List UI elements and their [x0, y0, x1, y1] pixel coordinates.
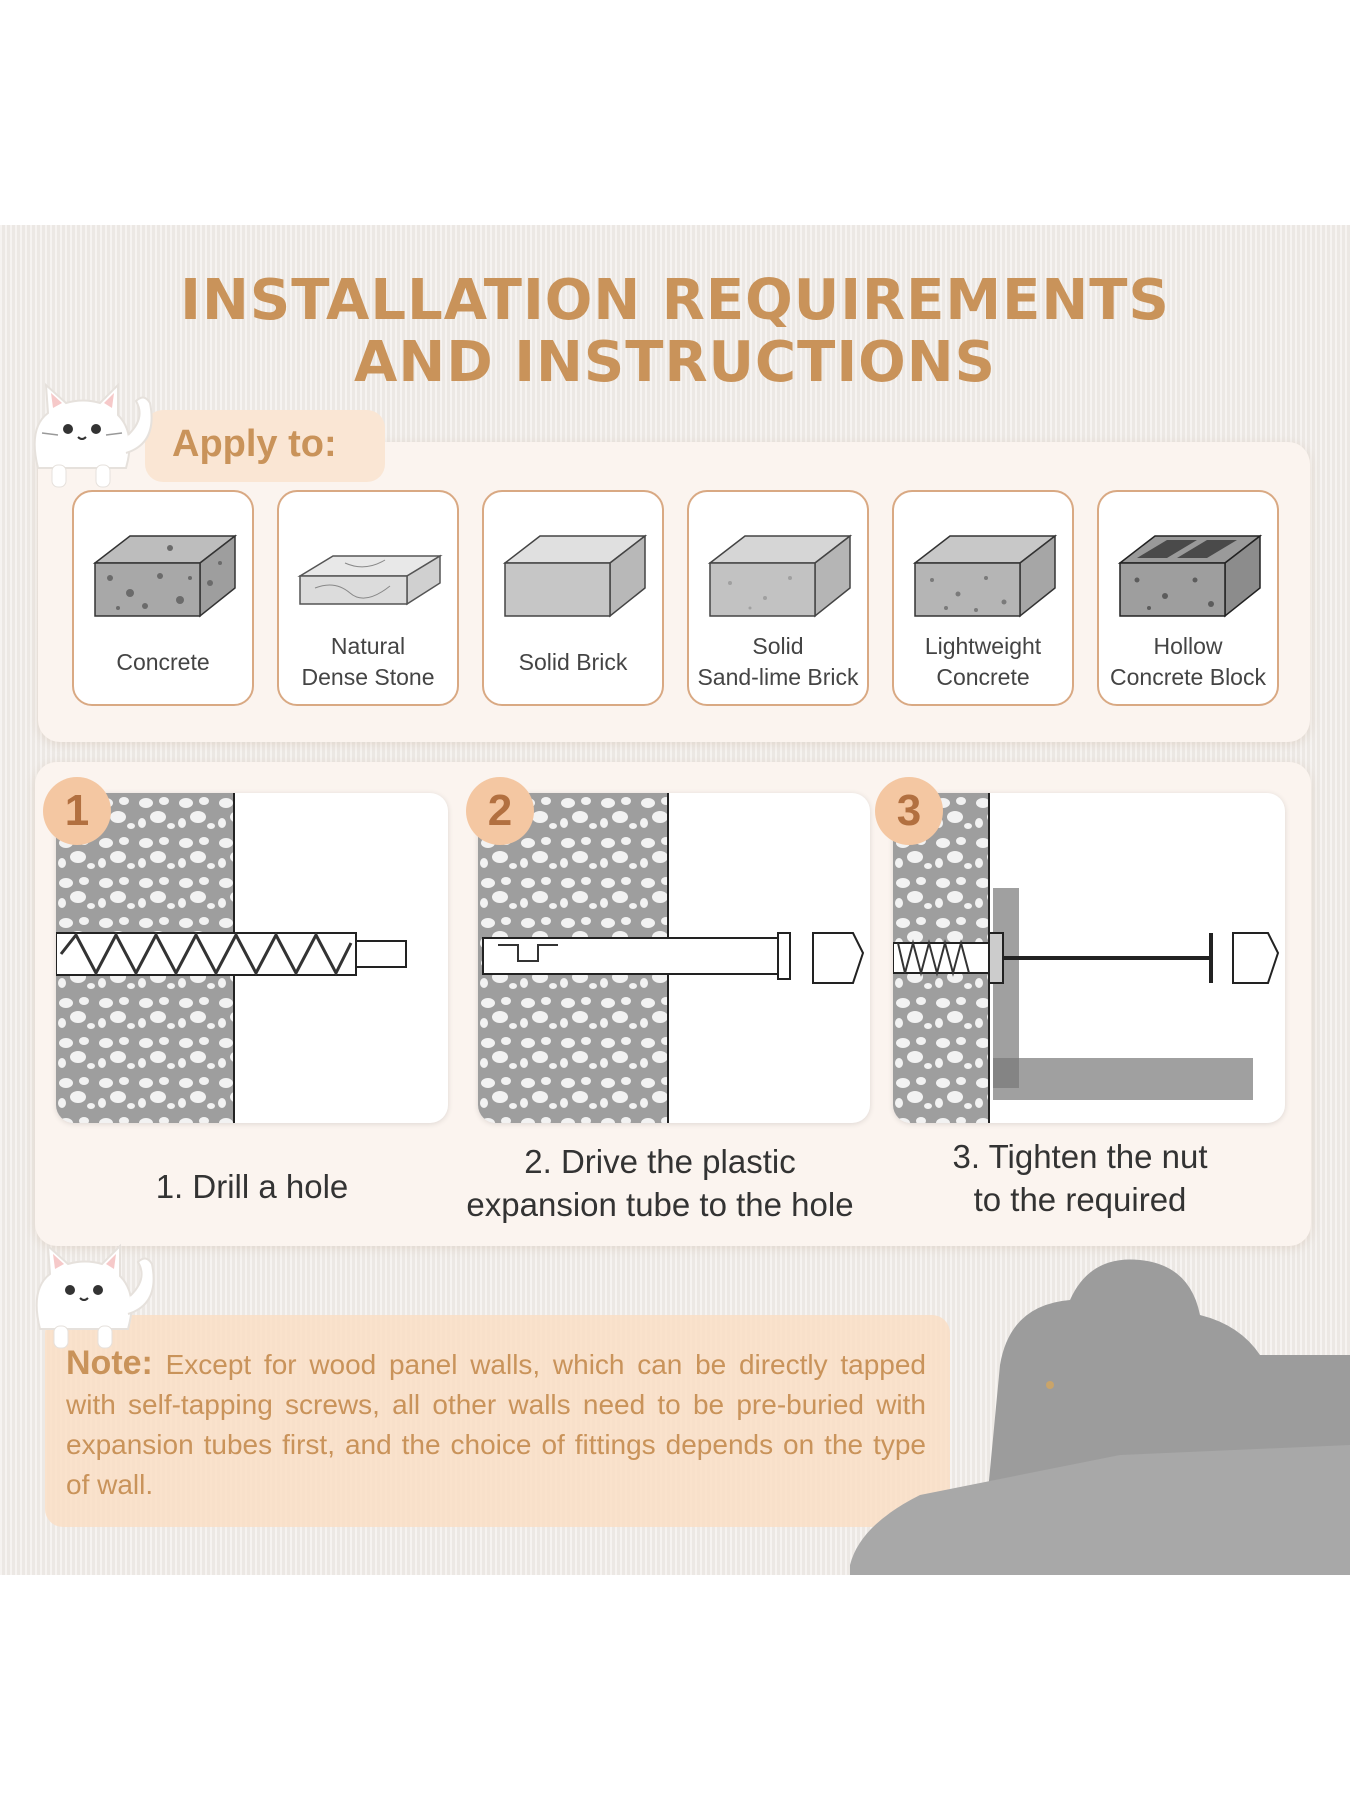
- note-body: Except for wood panel walls, which can b…: [66, 1349, 926, 1500]
- poster: INSTALLATION REQUIREMENTS AND INSTRUCTIO…: [0, 225, 1350, 1575]
- step-3-illustration: [893, 793, 1285, 1123]
- cat-icon: [33, 382, 153, 488]
- step-2-illustration: [478, 793, 870, 1123]
- step-2-badge: 2: [466, 777, 534, 845]
- screw-nut-icon: [893, 793, 1280, 1123]
- apply-tab: [145, 410, 385, 482]
- concrete-block-icon: [92, 534, 238, 618]
- lightweight-concrete-icon: [912, 534, 1058, 618]
- page-title-line2: AND INSTRUCTIONS: [354, 330, 996, 395]
- cat-icon: [35, 1243, 155, 1349]
- step-1-caption: 1. Drill a hole: [155, 1168, 349, 1205]
- page-title-line1: INSTALLATION REQUIREMENTS: [180, 268, 1170, 333]
- note-heading: Note:: [66, 1344, 153, 1382]
- wall-type-concrete: Concrete: [72, 490, 254, 706]
- drill-icon: [56, 793, 407, 1123]
- sand-lime-brick-icon: [707, 534, 853, 618]
- expansion-tube-icon: [478, 793, 865, 1123]
- step-1-illustration: [56, 793, 448, 1123]
- apply-label: Apply to:: [172, 423, 337, 465]
- hollow-block-icon: [1117, 534, 1263, 618]
- stone-slab-icon: [297, 554, 443, 606]
- solid-brick-icon: [502, 534, 648, 618]
- wall-type-solid-brick: Solid Brick: [482, 490, 664, 706]
- step-3-badge: 3: [875, 777, 943, 845]
- cat-shelf-image: [850, 1259, 1350, 1575]
- step-1-badge: 1: [43, 777, 111, 845]
- note-text: Note: Except for wood panel walls, which…: [66, 1343, 926, 1505]
- note-box: [45, 1315, 950, 1527]
